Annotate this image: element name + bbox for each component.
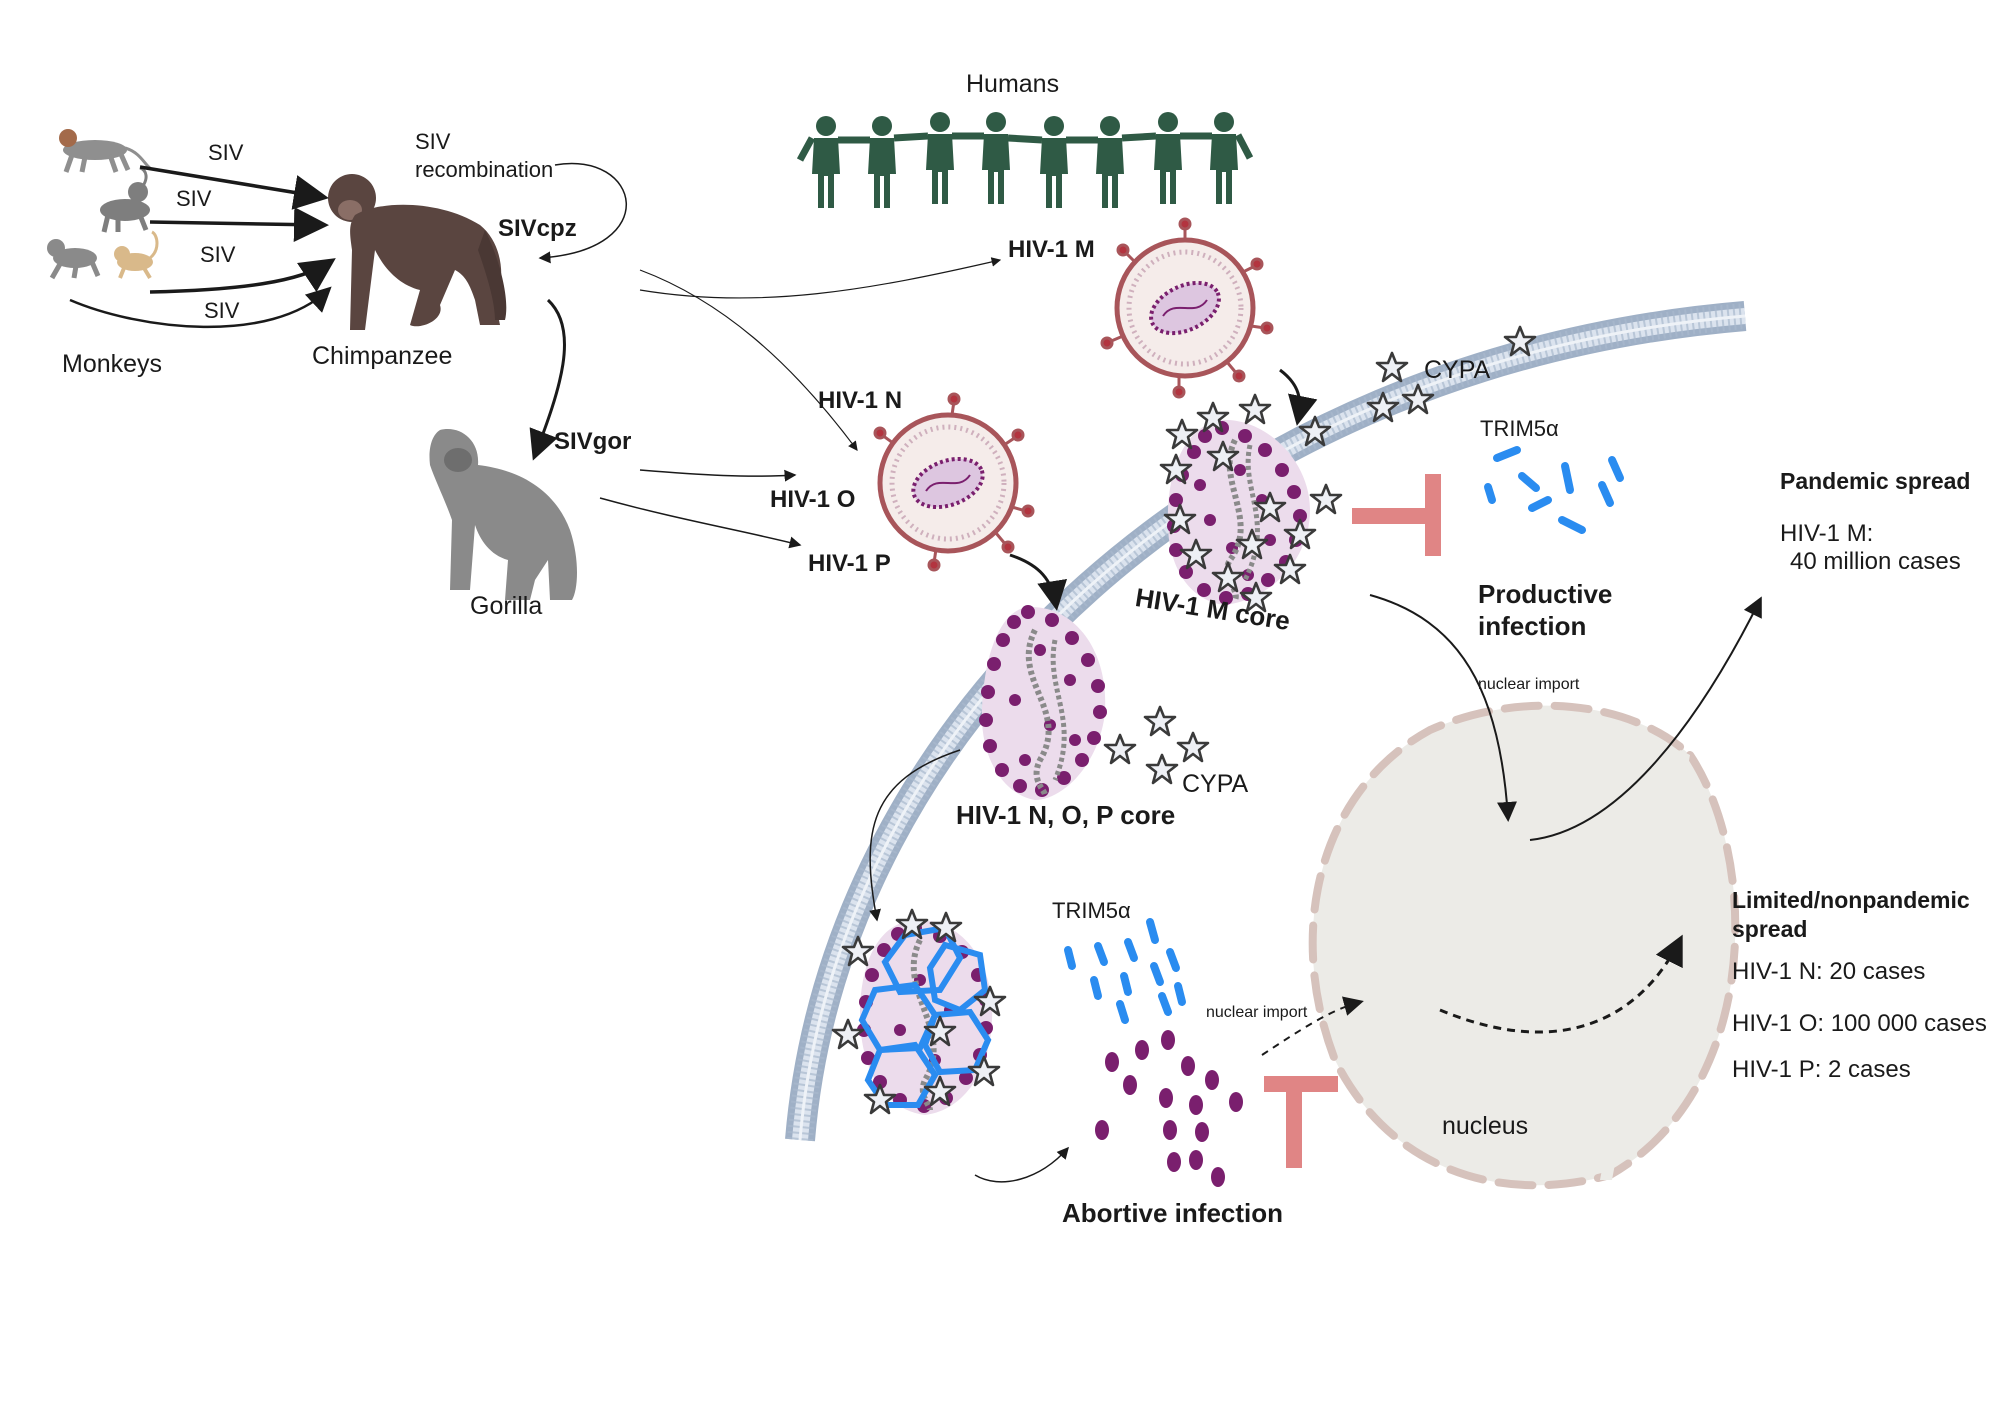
monkey-icon [100, 166, 150, 233]
trim5a-dash-icon [1484, 446, 1624, 534]
nucleus-label: nucleus [1442, 1112, 1529, 1140]
pandemic-spread-title: Pandemic spread [1780, 468, 1971, 494]
humans-label: Humans [966, 70, 1060, 98]
hiv1-p-label: HIV-1 P [808, 550, 891, 577]
siv-recombination-label: SIV recombination [415, 129, 554, 182]
cypa-label: CYPA [1424, 356, 1491, 384]
trim5a-label: TRIM5α [1480, 416, 1559, 441]
limited-spread-line: HIV-1 O: 100 000 cases [1732, 1010, 1987, 1037]
siv-label: SIV [176, 186, 212, 211]
siv-label: SIV [208, 140, 244, 165]
trim5a-dash-icon [1064, 918, 1186, 1024]
chimpanzee-label: Chimpanzee [312, 342, 453, 370]
limited-spread-line: HIV-1 N: 20 cases [1732, 958, 1926, 985]
trim5a-label: TRIM5α [1052, 898, 1131, 923]
abortive-infection-label: Abortive infection [1062, 1198, 1284, 1228]
siv-label: SIV [200, 242, 236, 267]
pandemic-spread-line: HIV-1 M: [1780, 520, 1874, 547]
limited-spread-line: HIV-1 P: 2 cases [1732, 1056, 1911, 1083]
gorilla-label: Gorilla [470, 592, 543, 620]
chimpanzee-icon [328, 174, 507, 330]
monkey-icon [47, 239, 101, 280]
nuclear-import-label: nuclear import [1206, 1004, 1308, 1021]
cypa-label: CYPA [1182, 770, 1249, 798]
virion-icon [873, 392, 1035, 572]
inhibition-icon [1264, 1076, 1338, 1168]
cell-membrane-icon [785, 301, 1747, 1142]
monkey-icon [59, 129, 151, 173]
monkeys-label: Monkeys [62, 350, 163, 378]
gorilla-icon [429, 429, 577, 600]
transmission-arrows [69, 162, 1762, 1183]
monkey-icon [114, 230, 159, 280]
limited-spread-title: Limited/nonpandemic spread [1732, 887, 1970, 942]
nucleus-icon [1308, 701, 1740, 1190]
hiv1-m-label: HIV-1 M [1008, 236, 1095, 263]
hiv1-nop-core-label: HIV-1 N, O, P core [956, 800, 1176, 830]
capsid-icon [979, 605, 1107, 800]
siv-label: SIV [204, 298, 240, 323]
sivgor-label: SIVgor [554, 428, 632, 455]
inhibition-icon [1352, 474, 1441, 556]
virion-icon [1100, 217, 1274, 399]
pandemic-spread-line: 40 million cases [1790, 548, 1961, 575]
sivcpz-label: SIVcpz [498, 215, 577, 242]
capsid-protein-icon [1095, 1030, 1243, 1187]
nuclear-import-label: nuclear import [1478, 676, 1580, 693]
hiv1-n-label: HIV-1 N [818, 387, 903, 414]
productive-infection-label: Productive infection [1478, 579, 1613, 641]
hiv1-o-label: HIV-1 O [770, 486, 856, 513]
human-figure-icon [796, 112, 1254, 208]
